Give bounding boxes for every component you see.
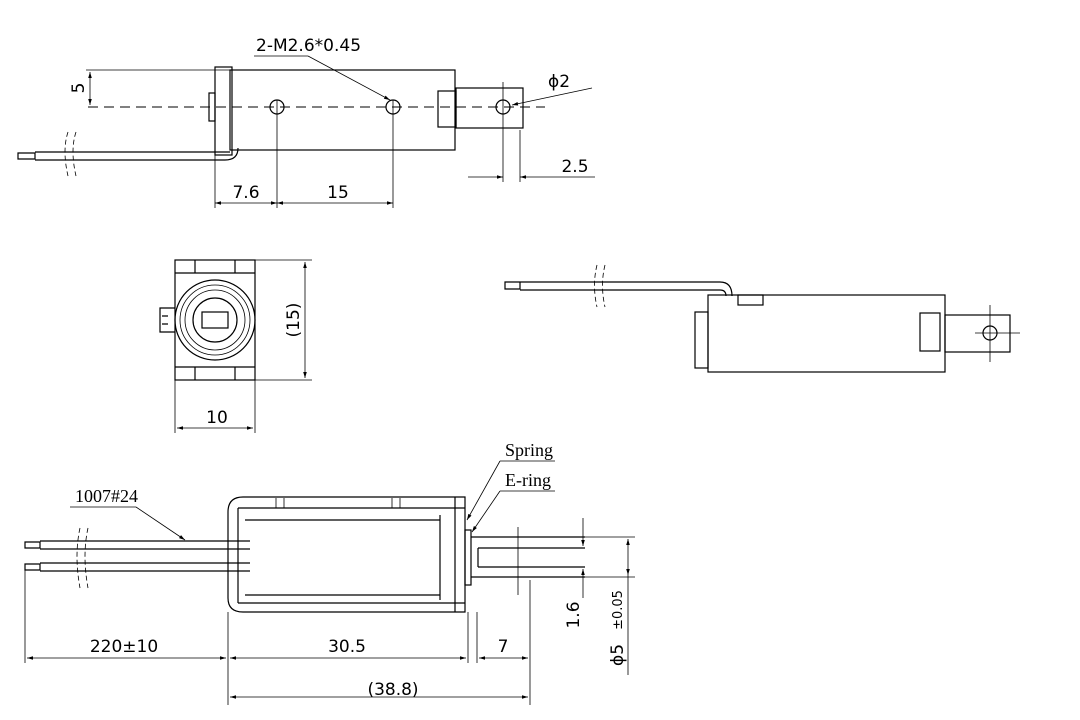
label-ering: E-ring (505, 470, 551, 490)
hole-diameter: ϕ2 (548, 72, 570, 92)
end-view: (15) 10 (159, 259, 312, 433)
side-plunger (944, 314, 1011, 353)
dim-overall: (38.8) (367, 680, 418, 700)
top-view: 5 7.6 15 2.5 2-M2.6*0.45 ϕ2 (17, 36, 595, 208)
plunger-end (192, 297, 238, 343)
dim-plunger-dia: ϕ5 (608, 644, 628, 666)
lead-wire (17, 147, 239, 161)
label-spring: Spring (505, 440, 553, 460)
dim-hole-spacing: 15 (327, 183, 349, 203)
side-body (707, 294, 946, 373)
bottom-view: Spring E-ring 1007#24 220±10 30.5 7 (38.… (24, 440, 635, 705)
body-outline (229, 69, 456, 151)
dim-end-width: 10 (206, 408, 228, 428)
lead-wires (24, 540, 250, 572)
bottom-body (227, 496, 466, 613)
dim-hole-to-end: 2.5 (561, 157, 588, 177)
dim-slot: 1.6 (564, 601, 584, 628)
dim-half-height: 5 (69, 83, 89, 94)
lead-wire (504, 281, 733, 297)
dim-plunger-tol: ±0.05 (611, 590, 626, 630)
dim-wire-length: 220±10 (90, 637, 158, 657)
dim-flange-to-hole: 7.6 (232, 183, 259, 203)
end-frame (174, 259, 256, 381)
dim-stroke: 7 (498, 637, 509, 657)
dim-end-height: (15) (284, 303, 304, 338)
break-mark (64, 131, 77, 177)
label-wire: 1007#24 (75, 486, 138, 506)
dim-body-length: 30.5 (328, 637, 366, 657)
thread-callout: 2-M2.6*0.45 (256, 36, 361, 56)
plunger (455, 87, 524, 129)
side-view (504, 264, 1020, 373)
